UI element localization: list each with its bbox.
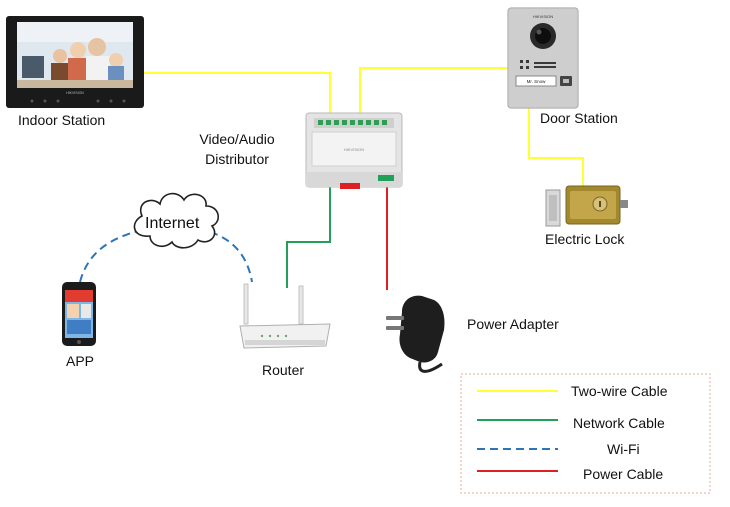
legend-label-two-wire: Two-wire Cable bbox=[571, 383, 668, 399]
indoor-station-buttons bbox=[30, 99, 126, 103]
router bbox=[239, 283, 331, 349]
distributor-label-line2: Distributor bbox=[205, 151, 269, 167]
legend-label-power: Power Cable bbox=[583, 466, 664, 482]
two-wire-door-to-lock bbox=[528, 106, 584, 186]
electric-lock-label: Electric Lock bbox=[545, 231, 625, 247]
svg-text:HIKVISION: HIKVISION bbox=[344, 147, 364, 152]
door-station-label: Door Station bbox=[540, 110, 618, 126]
power-adapter-label: Power Adapter bbox=[467, 316, 559, 332]
indoor-station-label: Indoor Station bbox=[18, 112, 106, 128]
two-wire-indoor-to-distributor bbox=[143, 72, 331, 113]
app-label: APP bbox=[66, 353, 95, 369]
router-label: Router bbox=[262, 362, 305, 378]
indoor-station: HIKVISION bbox=[6, 16, 144, 108]
distributor-label: Video/Audio Distributor bbox=[186, 129, 288, 169]
door-station: HIKVISION Mr. Snow bbox=[507, 7, 579, 109]
legend-label-network: Network Cable bbox=[573, 415, 665, 431]
legend-label-wifi: Wi-Fi bbox=[607, 441, 640, 457]
two-wire-door-to-distributor bbox=[359, 67, 508, 113]
door-station-nameplate: Mr. Snow bbox=[527, 79, 547, 84]
distributor-label-line1: Video/Audio bbox=[199, 131, 275, 147]
svg-text:HIKVISION: HIKVISION bbox=[533, 14, 553, 19]
wifi-link-right bbox=[209, 231, 253, 283]
network-cable bbox=[286, 187, 331, 288]
power-adapter bbox=[386, 295, 445, 373]
two-wire-cables bbox=[143, 67, 584, 186]
legend-box bbox=[460, 373, 711, 494]
svg-text:HIKVISION: HIKVISION bbox=[66, 91, 84, 95]
electric-lock bbox=[545, 185, 628, 227]
wifi-link-left bbox=[79, 229, 143, 283]
internet-cloud bbox=[133, 192, 219, 249]
distributor-device: HIKVISION bbox=[305, 112, 403, 189]
app-phone bbox=[62, 282, 96, 346]
internet-label: Internet bbox=[145, 215, 200, 232]
